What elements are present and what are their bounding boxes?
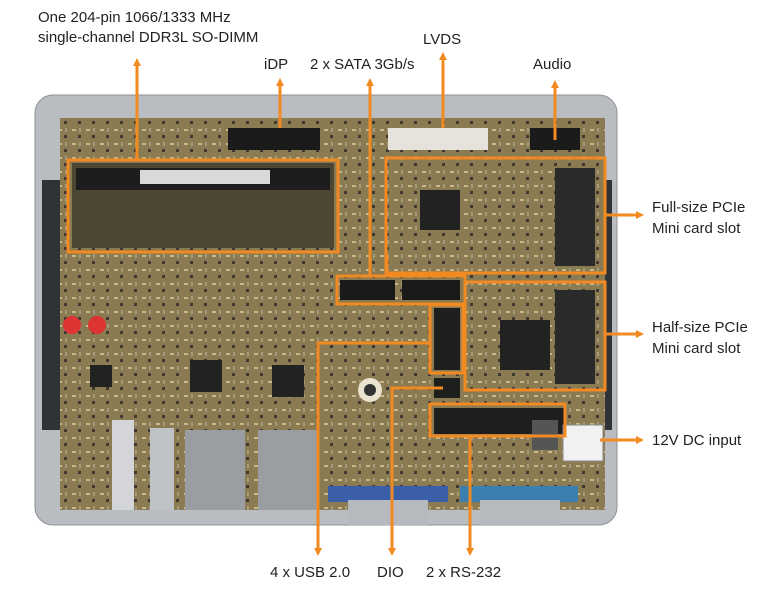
half-pcie-label-line2: Mini card slot: [652, 340, 741, 357]
rs232-label: 2 x RS-232: [426, 564, 502, 581]
dc-input-label: 12V DC input: [652, 432, 742, 449]
full-pcie-label-line1: Full-size PCIe: [652, 199, 746, 216]
full-pcie-label-line2: Mini card slot: [652, 220, 741, 237]
usb-label: 4 x USB 2.0: [270, 564, 351, 581]
memory-label-line2: single-channel DDR3L SO-DIMM: [38, 29, 259, 46]
dc-input-connector: [562, 424, 604, 462]
lvds-label: LVDS: [423, 31, 462, 48]
callouts: [66, 52, 644, 556]
usb-header-highlight: [428, 303, 465, 375]
idp-label: iDP: [264, 56, 289, 73]
audio-label: Audio: [533, 56, 572, 73]
sata-label: 2 x SATA 3Gb/s: [310, 56, 415, 73]
memory-label-line1: One 204-pin 1066/1333 MHz: [38, 9, 231, 26]
half-pcie-highlight: [463, 280, 607, 392]
lvds-connector: [388, 128, 488, 150]
half-pcie-label-line1: Half-size PCIe: [652, 319, 748, 336]
idp-connector: [228, 128, 320, 150]
dimm-highlight: [66, 158, 340, 254]
dio-label: DIO: [377, 564, 404, 581]
rs232-highlight: [428, 402, 567, 438]
